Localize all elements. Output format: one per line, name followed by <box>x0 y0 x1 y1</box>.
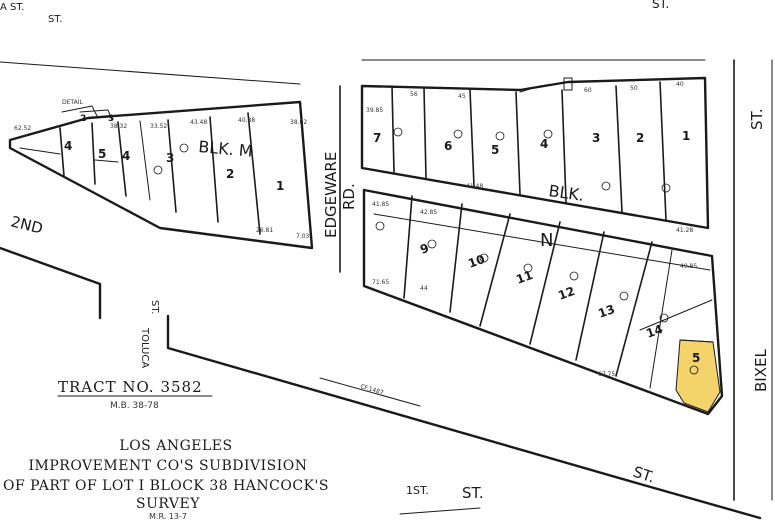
top-right-street-label: ST. <box>652 0 669 11</box>
top-left-street-label: ST. <box>48 14 62 25</box>
svg-text:41.28: 41.28 <box>676 227 693 234</box>
block-top-label: BLK. <box>547 181 585 205</box>
blk-top-lot-3: 3 <box>592 131 600 145</box>
svg-text:60: 60 <box>584 87 592 94</box>
blk-n-lot-13: 13 <box>596 302 616 321</box>
bixel-label-1: BIXEL <box>752 349 770 392</box>
second-street-label: 2ND <box>9 212 45 237</box>
blk-n-lot-11: 11 <box>514 268 534 287</box>
first-st-edge <box>166 314 762 520</box>
subdivision-line3: OF PART OF LOT I BLOCK 38 HANCOCK'S <box>3 478 329 494</box>
subdivision-line2: IMPROVEMENT CO'S SUBDIVISION <box>29 458 308 474</box>
blk-m-lot-2s: 2 <box>80 114 86 124</box>
parcel-number-circles <box>153 127 699 375</box>
svg-text:50: 50 <box>630 85 638 92</box>
blk-n-lot-10: 10 <box>466 252 486 271</box>
svg-text:33.52: 33.52 <box>150 123 167 130</box>
svg-text:56: 56 <box>410 91 418 98</box>
svg-text:67.75: 67.75 <box>598 371 615 378</box>
blk-top-lot-2: 2 <box>636 131 644 145</box>
blk-m-lot-3: 3 <box>166 151 174 165</box>
blk-top-lot-1: 1 <box>682 129 690 143</box>
edgeware-label-2: RD. <box>340 183 358 210</box>
svg-text:71.65: 71.65 <box>372 279 389 286</box>
blk-top-lot-6: 6 <box>444 139 452 153</box>
st-diag-label: ST. <box>631 463 657 487</box>
blk-top-lot-7: 7 <box>373 131 381 145</box>
toluca-label-1: TOLUCA <box>139 327 150 368</box>
top-left-fragment: A ST. <box>0 2 24 13</box>
blk-n-lot-5: 5 <box>692 351 700 365</box>
edgeware-label-1: EDGEWARE <box>322 152 340 238</box>
block-m-outline: 38.32 33.52 43.48 40.88 38.02 26.81 7.03… <box>8 99 314 250</box>
blk-n-lot-14: 14 <box>644 322 664 341</box>
north-arrow <box>399 507 481 515</box>
blk-top-lot-4: 4 <box>540 137 548 151</box>
blk-m-lot-4b: 4 <box>122 149 130 163</box>
blk-m-lot-2: 2 <box>226 167 234 181</box>
svg-text:DETAIL: DETAIL <box>62 99 83 106</box>
subdivision-line4: SURVEY <box>136 496 200 512</box>
first-st-label-2: ST. <box>462 484 484 502</box>
svg-text:26.81: 26.81 <box>256 227 273 234</box>
blk-m-lot-5: 5 <box>98 147 106 161</box>
svg-text:42.85: 42.85 <box>420 209 437 216</box>
block-n-label: N <box>540 230 553 251</box>
svg-text:40: 40 <box>676 81 684 88</box>
svg-text:49.85: 49.85 <box>680 263 697 270</box>
blk-n-lot-12: 12 <box>556 284 576 303</box>
subdivision-line1: LOS ANGELES <box>119 438 232 454</box>
block-n-outline: 41.85 42.85 71.65 44 67.75 49.85 <box>362 188 724 416</box>
bixel-label-2: ST. <box>748 108 766 130</box>
toluca-label-2: ST. <box>149 300 160 314</box>
second-st-edge <box>0 246 102 320</box>
first-st-label-1: 1ST. <box>406 484 429 497</box>
blk-m-lot-4a: 4 <box>64 139 72 153</box>
svg-text:43.48: 43.48 <box>190 119 207 126</box>
subdivision-line5: M.R. 13-7 <box>149 512 187 520</box>
block-m-label: BLK. M <box>198 137 254 161</box>
svg-text:41.85: 41.85 <box>372 201 389 208</box>
blk-top-lot-5: 5 <box>491 143 499 157</box>
center-line <box>319 377 421 407</box>
svg-text:62.52: 62.52 <box>14 125 31 132</box>
blk-n-lot-9: 9 <box>418 241 431 257</box>
svg-text:7.03: 7.03 <box>296 233 310 240</box>
svg-text:38.32: 38.32 <box>110 123 127 130</box>
svg-text:44: 44 <box>420 285 428 292</box>
svg-text:38.02: 38.02 <box>290 119 307 126</box>
svg-text:45: 45 <box>458 93 466 100</box>
svg-text:CF.1487: CF.1487 <box>359 383 384 396</box>
tract-number: TRACT NO. 3582 <box>58 378 203 396</box>
blk-m-lot-3s: 3 <box>108 114 114 124</box>
tract-mb: M.B. 38-78 <box>110 401 159 411</box>
svg-text:39.85: 39.85 <box>366 107 383 114</box>
blk-m-lot-1: 1 <box>276 179 284 193</box>
svg-text:40.88: 40.88 <box>238 117 255 124</box>
svg-text:41.48: 41.48 <box>466 183 483 190</box>
block-top-outline: 39.85 56 45 60 50 40 41.48 41.28 <box>360 76 710 234</box>
